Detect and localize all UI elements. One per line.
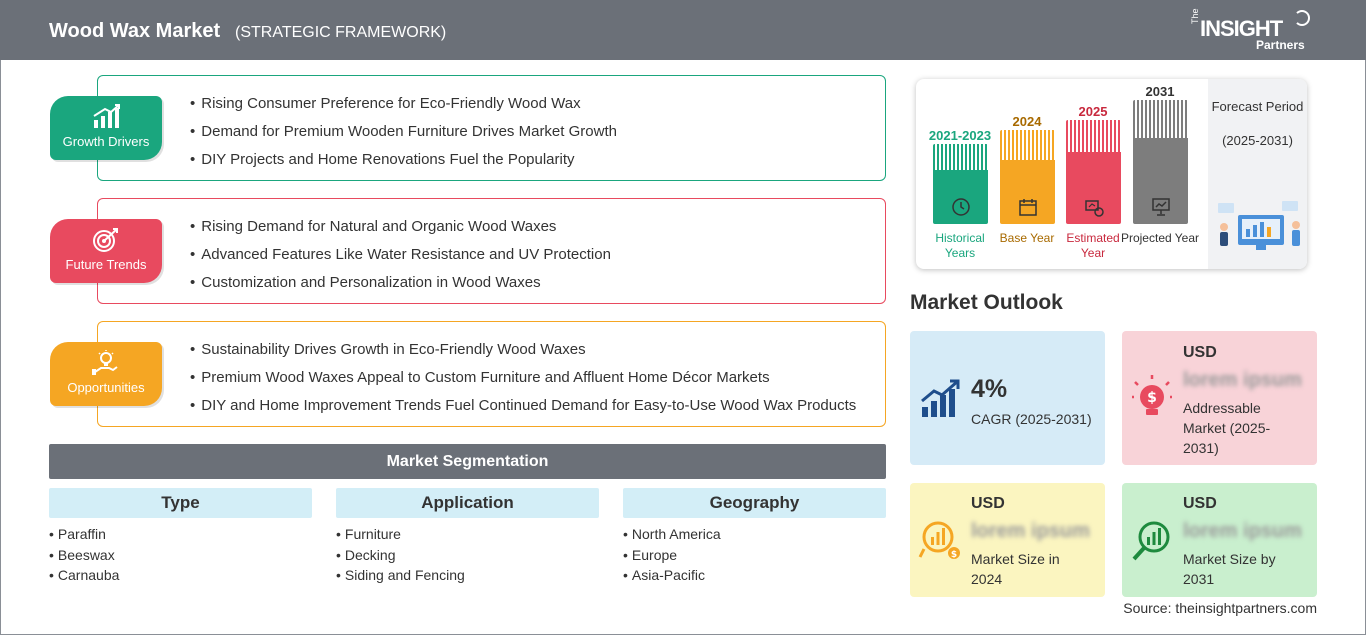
market-size-2024-card: USD lorem ipsum Market Size in 2024 $: [910, 483, 1105, 597]
logo-insight: INSIGHT: [1200, 16, 1283, 41]
stage-year: 2024: [1012, 114, 1042, 129]
list-item: Furniture: [336, 524, 599, 545]
market-size-2031-value: lorem ipsum: [1183, 520, 1302, 542]
growth-drivers-badge: Growth Drivers: [50, 96, 162, 160]
future-trends-label: Future Trends: [65, 257, 147, 272]
opportunities-list: Sustainability Drives Growth in Eco-Frie…: [190, 340, 856, 424]
market-size-2031-label: Market Size by 2031: [1183, 551, 1276, 587]
history-icon: [933, 196, 988, 218]
growth-chart-icon: [50, 104, 162, 130]
currency-label: USD: [1183, 495, 1217, 512]
list-item: Rising Demand for Natural and Organic Wo…: [190, 217, 611, 245]
stage-year: 2031: [1145, 84, 1175, 99]
logo-partners: Partners: [1256, 38, 1305, 52]
list-item: Customization and Personalization in Woo…: [190, 273, 611, 301]
header-bar: Wood Wax Market (STRATEGIC FRAMEWORK) Th…: [0, 0, 1366, 60]
list-item: Europe: [623, 545, 886, 566]
list-item: Beeswax: [49, 545, 312, 566]
growth-search-icon: [1130, 517, 1176, 568]
page-subtitle: (STRATEGIC FRAMEWORK): [235, 24, 447, 41]
addressable-label: Addressable Market (2025-2031): [1183, 400, 1271, 456]
forecast-title: Forecast Period: [1211, 99, 1304, 114]
dollar-bulb-icon: $: [1131, 375, 1173, 424]
stage-label: Projected Year: [1120, 231, 1200, 245]
market-size-2024-label: Market Size in 2024: [971, 551, 1060, 587]
list-item: Advanced Features Like Water Resistance …: [190, 245, 611, 273]
growth-drivers-label: Growth Drivers: [62, 134, 150, 149]
svg-text:$: $: [951, 550, 957, 560]
list-item: Demand for Premium Wooden Furniture Driv…: [190, 122, 617, 150]
cagr-card: 4% CAGR (2025-2031): [910, 331, 1105, 465]
calendar-icon: [1000, 196, 1055, 218]
segmentation-geography: Geography North America Europe Asia-Paci…: [623, 488, 886, 586]
svg-text:$: $: [1147, 390, 1157, 406]
stage-bar-historical: [933, 144, 988, 224]
stage-bar-base: [1000, 130, 1055, 224]
opportunities-box: Sustainability Drives Growth in Eco-Frie…: [97, 321, 886, 427]
presentation-icon: [1133, 196, 1188, 218]
cagr-value: 4%: [971, 375, 1008, 403]
stage-bar-projected: [1133, 100, 1188, 224]
currency-label: USD: [971, 495, 1005, 512]
stage-label: Estimated Year: [1066, 231, 1120, 260]
opportunities-label: Opportunities: [67, 380, 145, 395]
list-item: North America: [623, 524, 886, 545]
logo-arc-icon: [1294, 10, 1310, 26]
list-item: Sustainability Drives Growth in Eco-Frie…: [190, 340, 856, 368]
addressable-value: lorem ipsum: [1183, 369, 1302, 391]
list-item: DIY Projects and Home Renovations Fuel t…: [190, 150, 617, 178]
segmentation-application: Application Furniture Decking Siding and…: [336, 488, 599, 586]
list-item: Rising Consumer Preference for Eco-Frien…: [190, 94, 617, 122]
list-item: Siding and Fencing: [336, 565, 599, 586]
stage-bar-estimated: [1066, 120, 1121, 224]
segmentation-title: Market Segmentation: [49, 444, 886, 479]
lightbulb-hand-icon: [50, 350, 162, 376]
opportunities-badge: Opportunities: [50, 342, 162, 406]
stage-year: 2025: [1078, 104, 1108, 119]
addressable-market-card: USD lorem ipsum Addressable Market (2025…: [1122, 331, 1317, 465]
page-title: Wood Wax Market: [49, 20, 221, 42]
cagr-label: CAGR (2025-2031): [971, 411, 1092, 427]
segmentation-application-header: Application: [336, 488, 599, 518]
list-item: Paraffin: [49, 524, 312, 545]
target-icon: [50, 227, 162, 253]
market-outlook-title: Market Outlook: [910, 291, 1063, 314]
list-item: DIY and Home Improvement Trends Fuel Con…: [190, 396, 856, 424]
coin-chart-icon: $: [918, 517, 964, 568]
source-note: Source: theinsightpartners.com: [1123, 600, 1317, 616]
estimate-icon: [1066, 196, 1121, 218]
market-size-2031-card: USD lorem ipsum Market Size by 2031: [1122, 483, 1317, 597]
growth-drivers-box: Rising Consumer Preference for Eco-Frien…: [97, 75, 886, 181]
insight-partners-logo[interactable]: The INSIGHT Partners: [1190, 8, 1320, 54]
stage-label: Historical Years: [935, 231, 985, 260]
forecast-range: (2025-2031): [1222, 133, 1293, 148]
logo-the: The: [1190, 8, 1200, 24]
future-trends-badge: Future Trends: [50, 219, 162, 283]
list-item: Asia-Pacific: [623, 565, 886, 586]
market-size-2024-value: lorem ipsum: [971, 520, 1090, 542]
future-trends-list: Rising Demand for Natural and Organic Wo…: [190, 217, 611, 301]
bar-growth-icon: [920, 377, 962, 424]
segmentation-type: Type Paraffin Beeswax Carnauba: [49, 488, 312, 586]
list-item: Decking: [336, 545, 599, 566]
segmentation-geography-header: Geography: [623, 488, 886, 518]
growth-drivers-list: Rising Consumer Preference for Eco-Frien…: [190, 94, 617, 178]
forecast-panel: [1208, 79, 1307, 269]
segmentation-type-header: Type: [49, 488, 312, 518]
future-trends-box: Rising Demand for Natural and Organic Wo…: [97, 198, 886, 304]
analysts-illustration-icon: [1218, 201, 1300, 250]
currency-label: USD: [1183, 344, 1217, 361]
list-item: Carnauba: [49, 565, 312, 586]
list-item: Premium Wood Waxes Appeal to Custom Furn…: [190, 368, 856, 396]
stage-year: 2021-2023: [928, 128, 992, 143]
stage-label: Base Year: [999, 231, 1055, 245]
